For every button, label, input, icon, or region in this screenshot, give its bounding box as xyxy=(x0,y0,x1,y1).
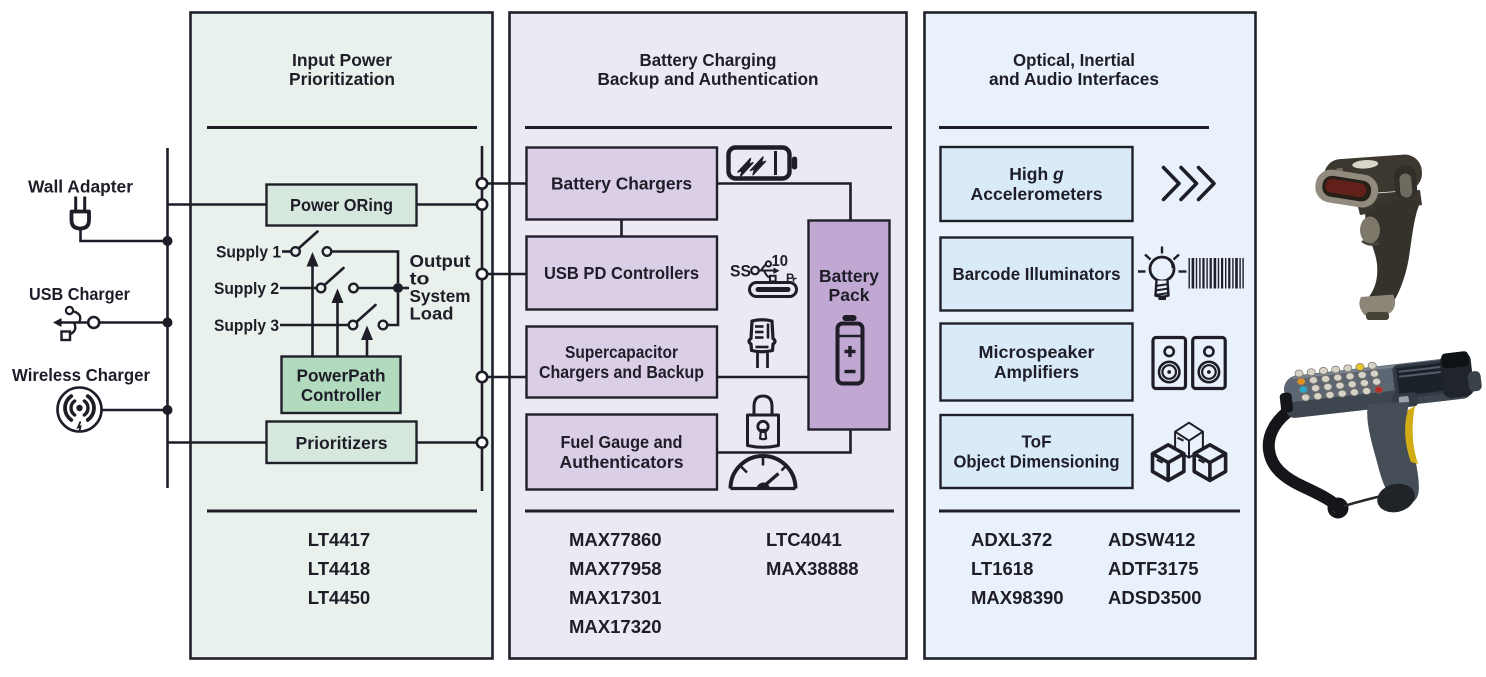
svg-text:ADTF3175: ADTF3175 xyxy=(1108,558,1198,579)
svg-text:Prioritization: Prioritization xyxy=(289,69,395,89)
svg-text:Barcode Illuminators: Barcode Illuminators xyxy=(953,264,1121,284)
svg-text:Wireless Charger: Wireless Charger xyxy=(12,365,150,385)
svg-text:USB Charger: USB Charger xyxy=(29,284,130,304)
svg-text:Load: Load xyxy=(410,304,454,324)
svg-text:Power ORing: Power ORing xyxy=(290,195,393,215)
svg-text:ADSW412: ADSW412 xyxy=(1108,529,1195,550)
svg-text:MAX17301: MAX17301 xyxy=(569,587,662,608)
svg-text:High g: High g xyxy=(1009,164,1064,184)
svg-text:USB PD Controllers: USB PD Controllers xyxy=(544,263,699,283)
svg-text:Fuel Gauge and: Fuel Gauge and xyxy=(561,432,683,452)
svg-text:MAX77958: MAX77958 xyxy=(569,558,662,579)
svg-text:and Audio Interfaces: and Audio Interfaces xyxy=(989,69,1159,89)
svg-text:Controller: Controller xyxy=(301,385,381,405)
svg-text:Battery Charging: Battery Charging xyxy=(640,50,777,70)
svg-text:PowerPath: PowerPath xyxy=(297,366,386,386)
svg-text:Battery Chargers: Battery Chargers xyxy=(551,174,692,194)
svg-text:LT1618: LT1618 xyxy=(971,558,1033,579)
svg-text:ToF: ToF xyxy=(1022,432,1052,452)
svg-text:10: 10 xyxy=(772,253,789,270)
svg-text:Amplifiers: Amplifiers xyxy=(994,362,1079,382)
svg-text:Input Power: Input Power xyxy=(292,50,392,70)
svg-text:Supply 2: Supply 2 xyxy=(214,280,279,298)
svg-text:Output: Output xyxy=(410,251,471,271)
svg-text:LT4417: LT4417 xyxy=(308,529,370,550)
svg-text:ADSD3500: ADSD3500 xyxy=(1108,587,1202,608)
svg-text:Microspeaker: Microspeaker xyxy=(979,342,1095,362)
svg-text:Supercapacitor: Supercapacitor xyxy=(565,342,678,362)
svg-text:MAX38888: MAX38888 xyxy=(766,558,859,579)
svg-text:LT4418: LT4418 xyxy=(308,558,370,579)
svg-text:Wall Adapter: Wall Adapter xyxy=(28,177,133,197)
svg-text:MAX77860: MAX77860 xyxy=(569,529,662,550)
svg-text:LTC4041: LTC4041 xyxy=(766,529,842,550)
svg-text:Chargers and Backup: Chargers and Backup xyxy=(539,362,704,382)
svg-text:LT4450: LT4450 xyxy=(308,587,370,608)
svg-text:Prioritizers: Prioritizers xyxy=(296,433,388,453)
svg-text:P: P xyxy=(786,273,794,285)
svg-text:Backup and Authentication: Backup and Authentication xyxy=(598,69,819,89)
svg-text:Supply 1: Supply 1 xyxy=(216,244,281,262)
svg-text:Supply 3: Supply 3 xyxy=(214,317,279,335)
svg-text:Object Dimensioning: Object Dimensioning xyxy=(954,452,1120,472)
svg-text:to: to xyxy=(410,269,430,289)
svg-text:ADXL372: ADXL372 xyxy=(971,529,1052,550)
svg-text:MAX98390: MAX98390 xyxy=(971,587,1064,608)
svg-text:Battery: Battery xyxy=(819,266,879,286)
svg-text:System: System xyxy=(410,286,471,306)
svg-text:Optical, Inertial: Optical, Inertial xyxy=(1013,50,1135,70)
svg-text:MAX17320: MAX17320 xyxy=(569,616,662,637)
svg-text:SS: SS xyxy=(730,262,751,281)
svg-text:Authenticators: Authenticators xyxy=(560,452,684,472)
svg-text:Pack: Pack xyxy=(829,285,870,305)
svg-text:Accelerometers: Accelerometers xyxy=(971,184,1103,204)
